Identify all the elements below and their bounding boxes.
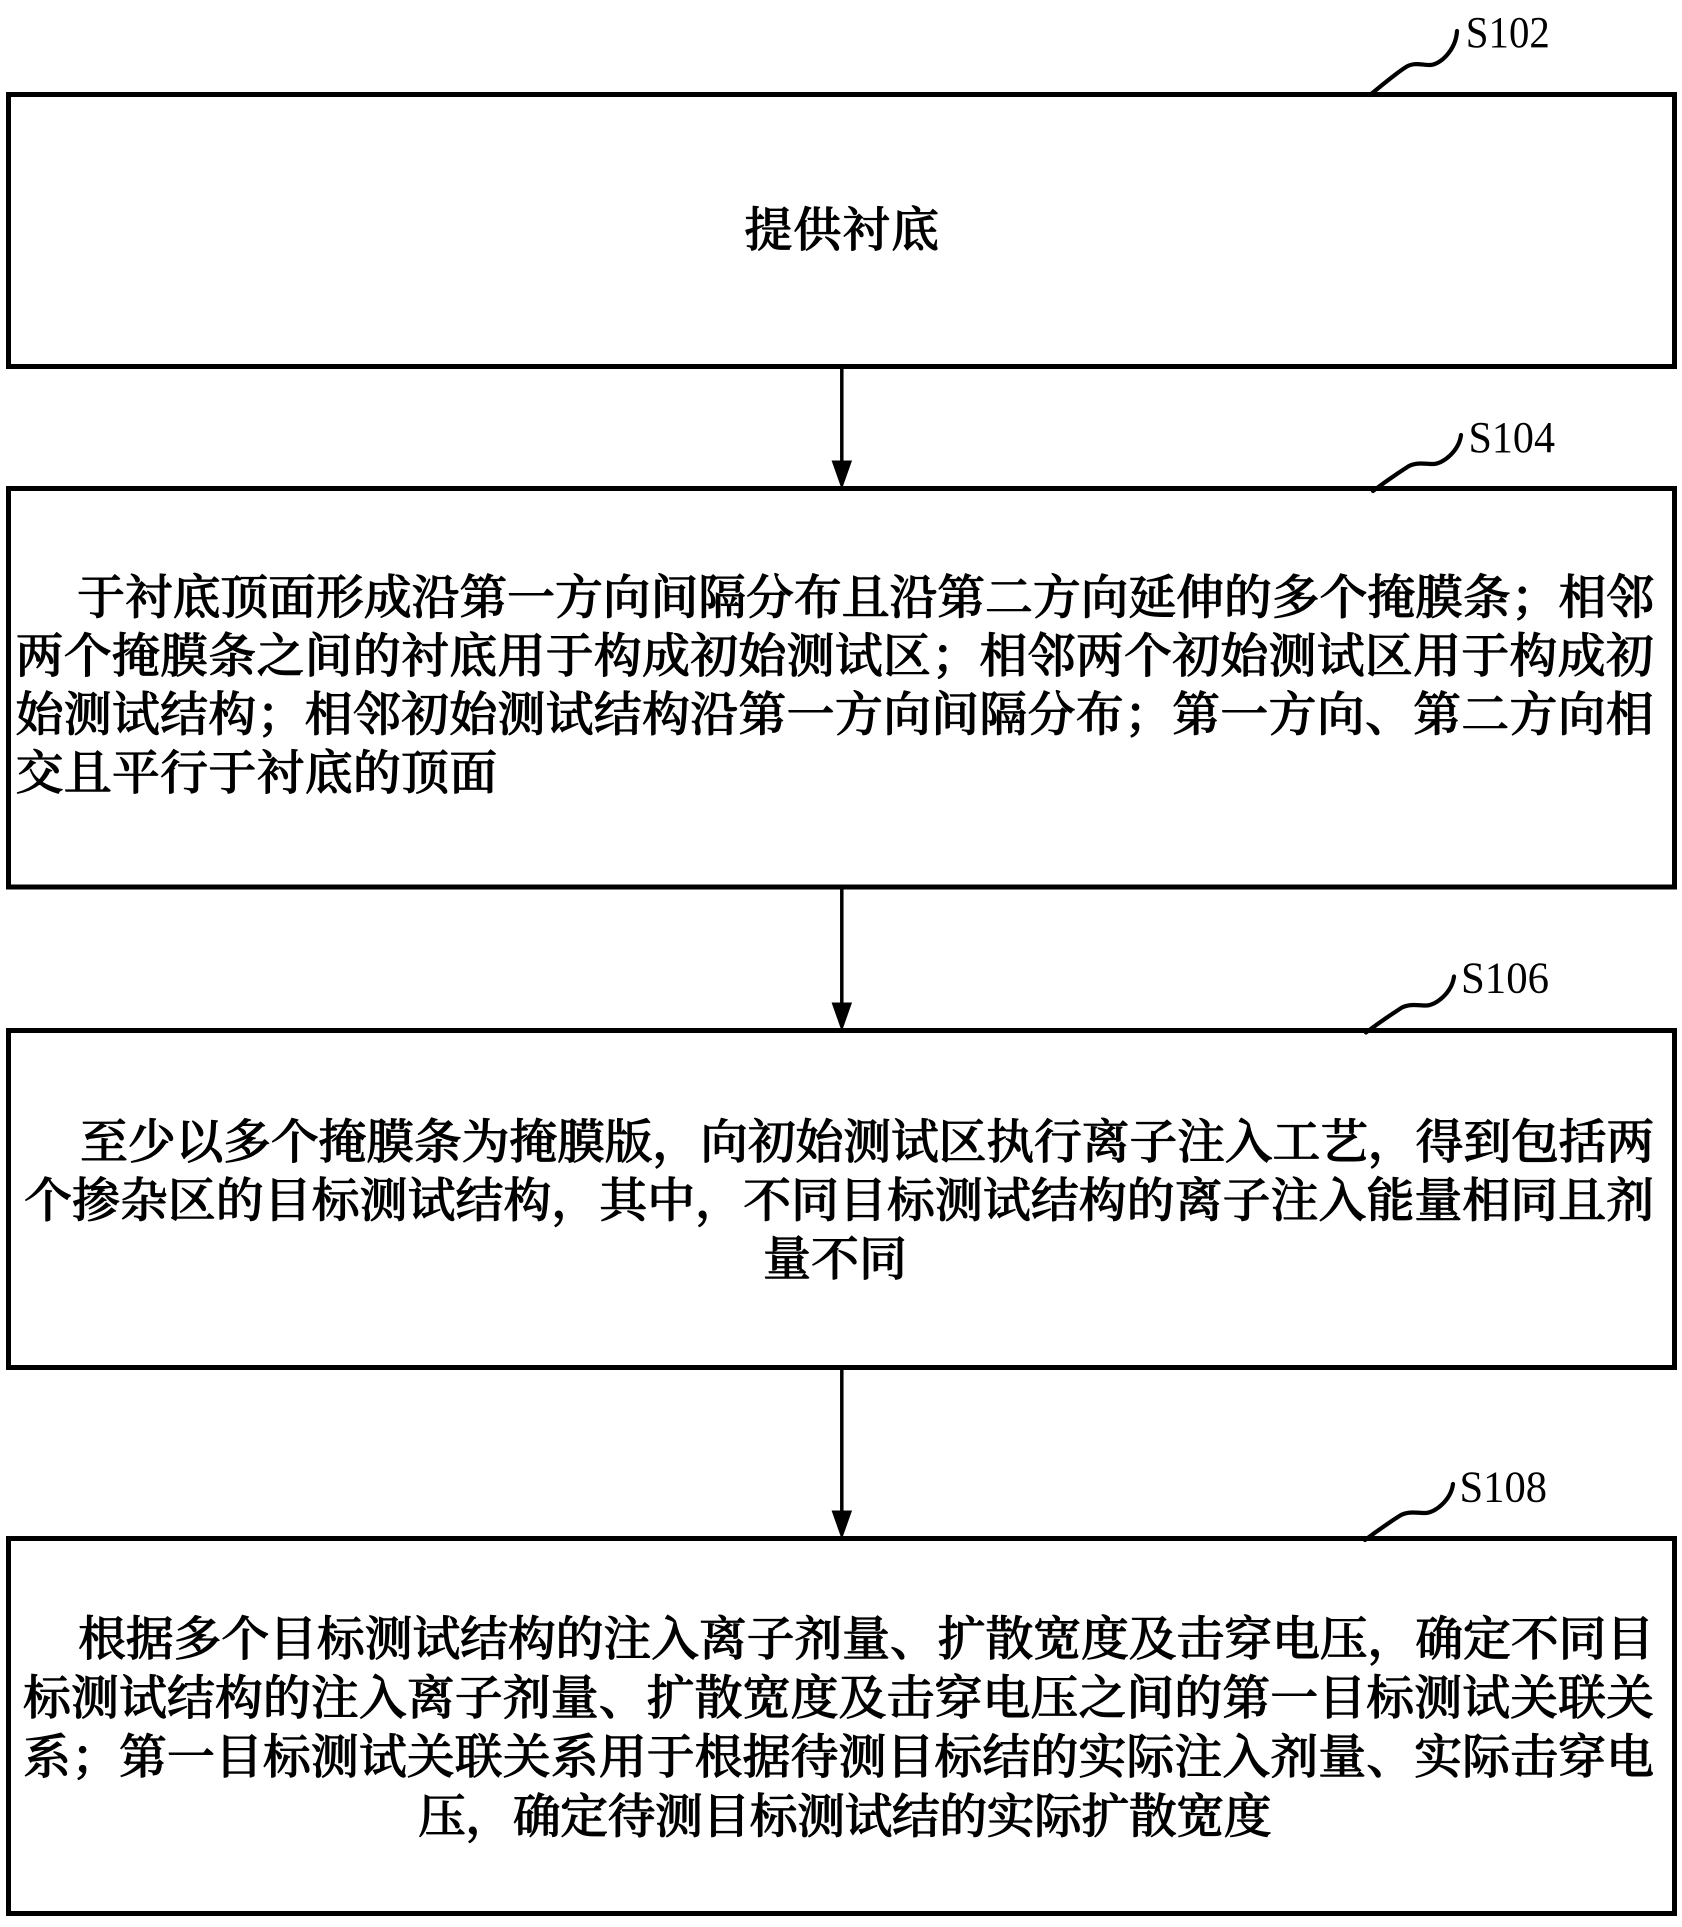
svg-text:S108: S108 — [1460, 1463, 1548, 1512]
svg-text:S104: S104 — [1469, 413, 1556, 462]
svg-text:S102: S102 — [1466, 8, 1550, 57]
svg-text:S106: S106 — [1461, 954, 1549, 1003]
